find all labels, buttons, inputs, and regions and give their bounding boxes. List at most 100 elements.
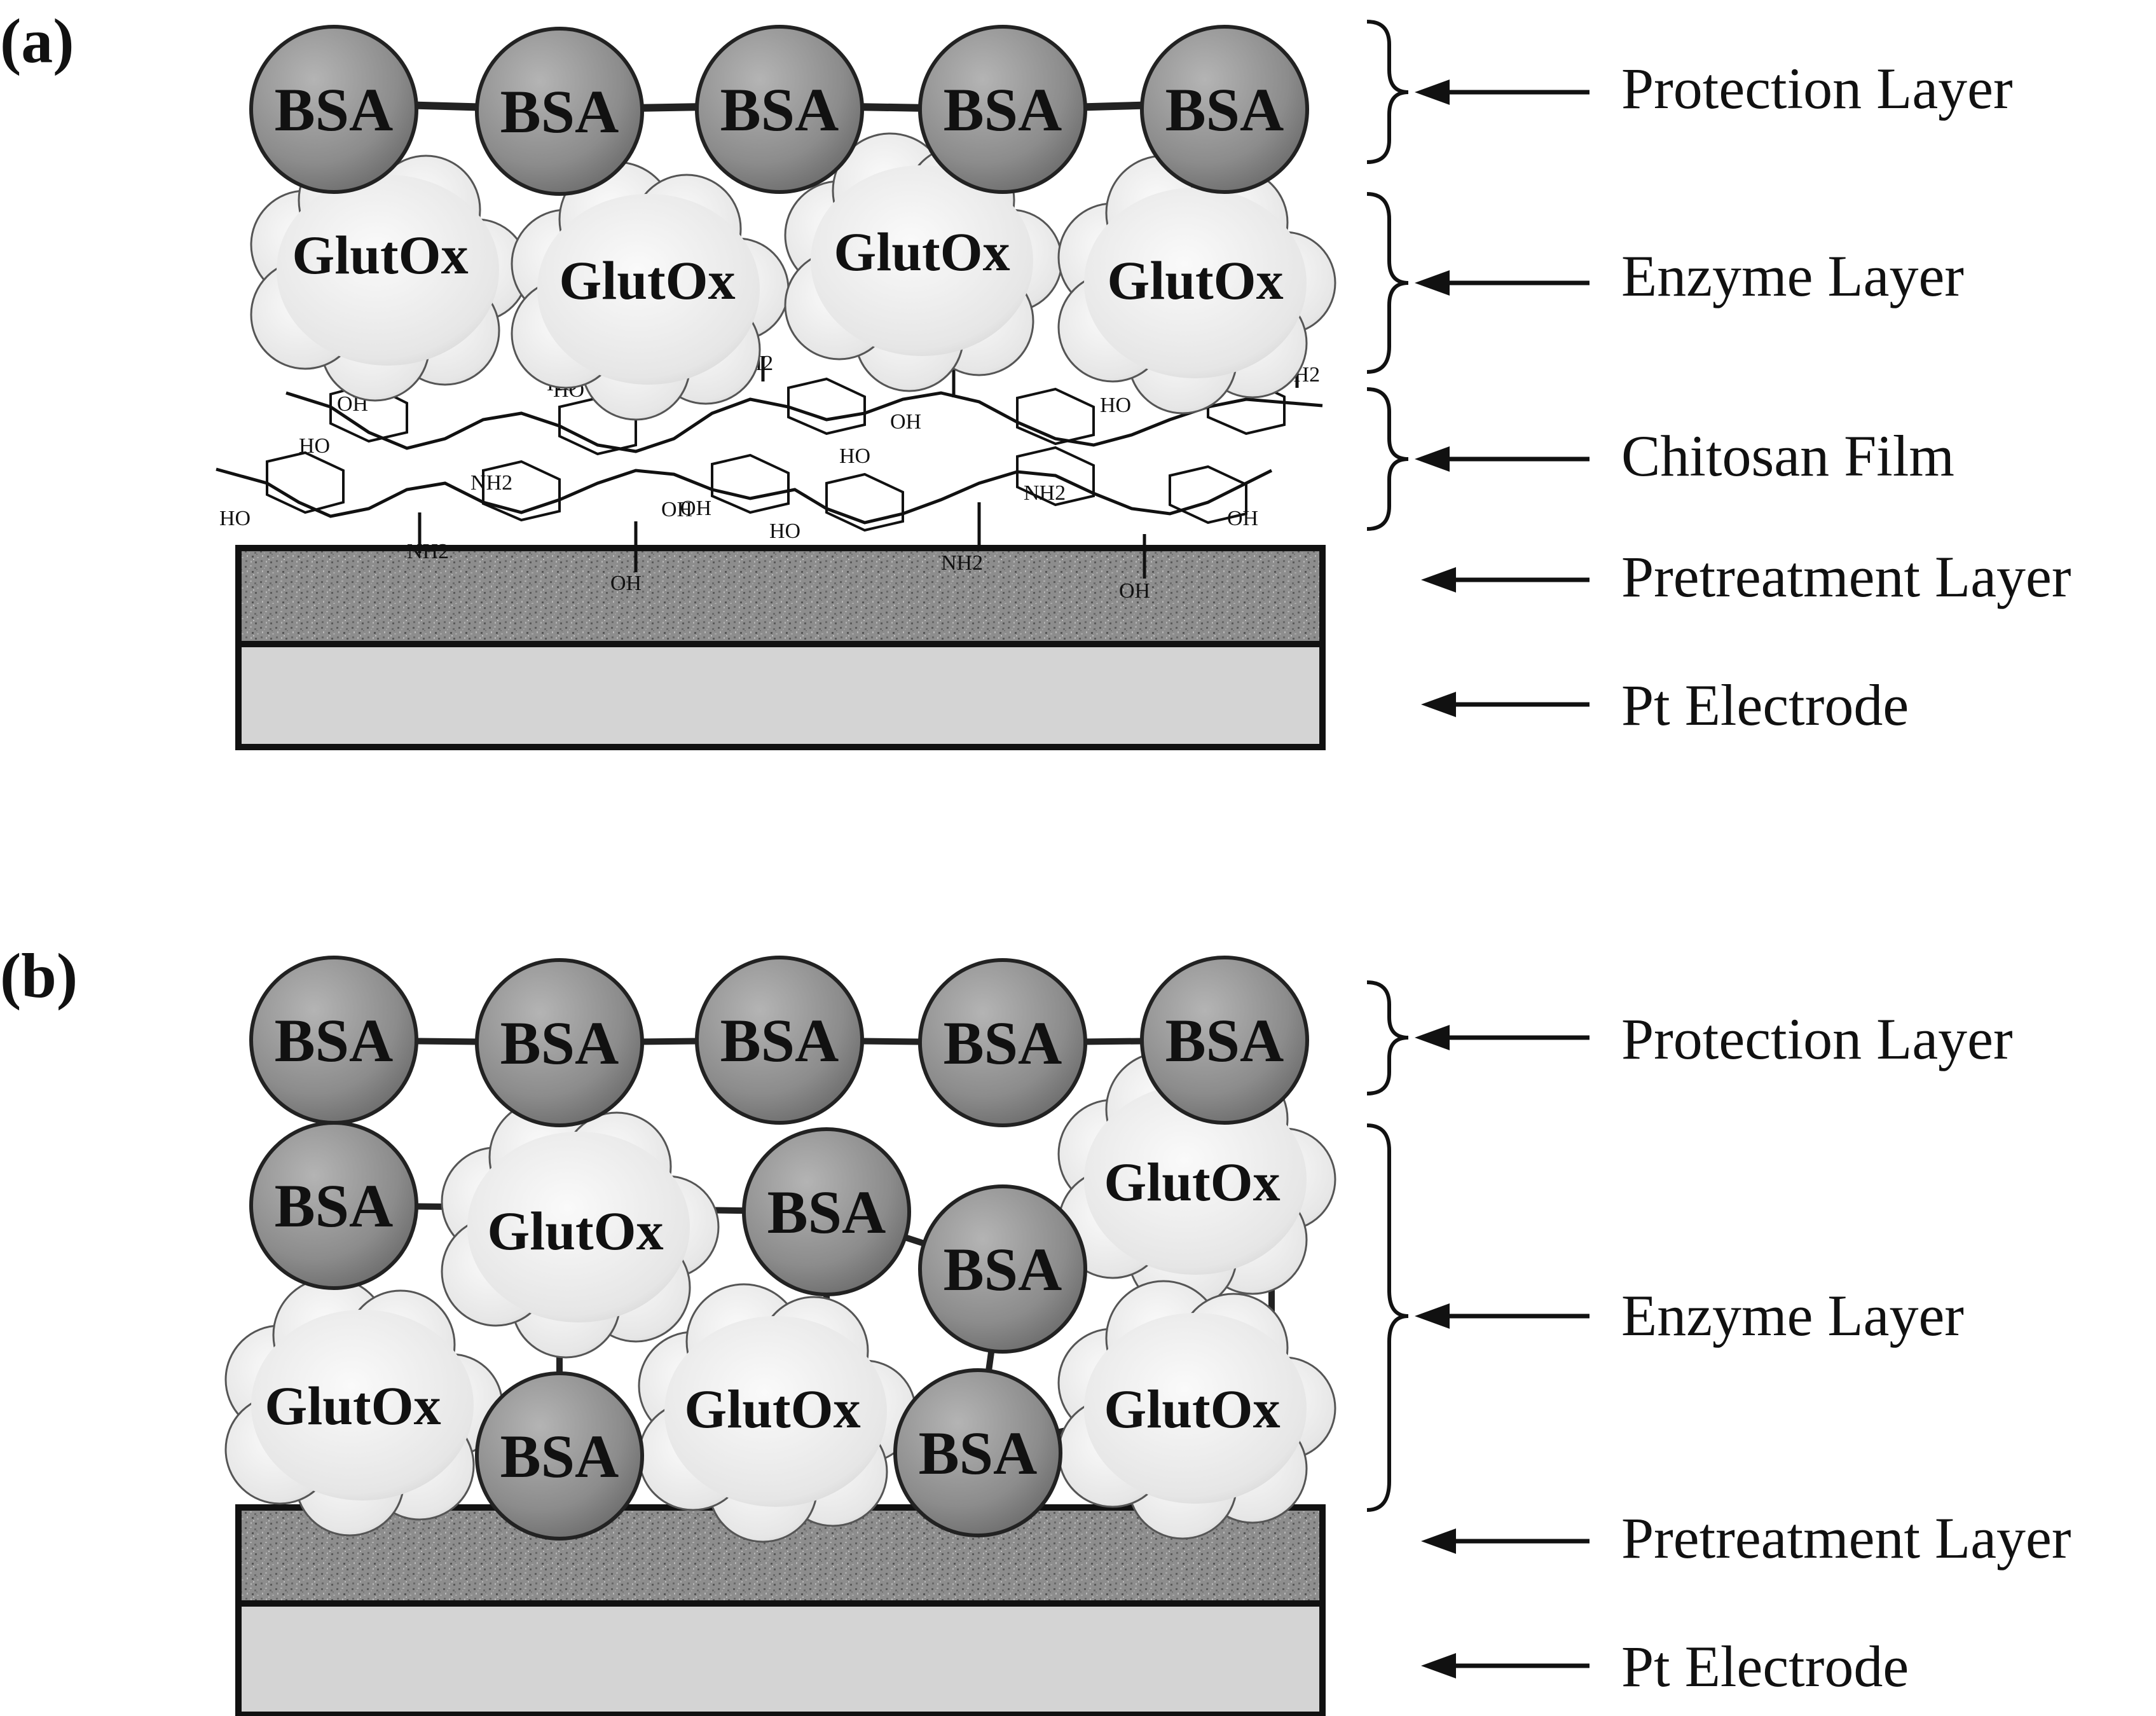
glutox-label: GlutOx [292, 224, 468, 285]
bsa-label: BSA [500, 1422, 619, 1490]
bsa-label: BSA [720, 76, 839, 144]
bsa-sphere [918, 1184, 1087, 1354]
pretreatment-layer-a [235, 545, 1326, 647]
glutox-label: GlutOx [1104, 1151, 1280, 1212]
label-pt-electrode: Pt Electrode [1621, 673, 1909, 738]
bsa-label: BSA [275, 76, 394, 144]
chitosan-group: OH [1227, 507, 1258, 530]
pt-electrode-a [235, 641, 1326, 750]
glutox-cloud [224, 1277, 504, 1537]
bsa-sphere [918, 25, 1087, 194]
arrow-head-icon [1421, 1653, 1456, 1678]
pt-electrode-b [235, 1600, 1326, 1716]
panel-a-label: (a) [0, 6, 74, 76]
bsa-label: BSA [720, 1006, 839, 1074]
arrow-head-icon [1415, 270, 1450, 296]
brace-protection-b [1366, 980, 1409, 1095]
bsa-sphere [695, 25, 864, 194]
bsa-sphere [249, 1121, 418, 1290]
chitosan-group: NH2 [1024, 481, 1066, 505]
brace-enzyme-b [1366, 1123, 1409, 1512]
bsa-label: BSA [1165, 76, 1284, 144]
panel-b: (b) [0, 940, 2071, 1716]
braces-a [1366, 20, 1409, 531]
bsa-sphere [475, 958, 644, 1127]
glutox-cloud [511, 161, 790, 421]
bsa-label: BSA [500, 78, 619, 146]
label-pt-electrode: Pt Electrode [1621, 1634, 1909, 1699]
chitosan-group: OH [610, 572, 642, 595]
glutox-cloud [638, 1283, 917, 1543]
layer-labels-b: Protection Layer Enzyme Layer Pretreatme… [1621, 1006, 2071, 1699]
brace-enzyme-a [1366, 192, 1409, 374]
bsa-sphere [249, 25, 418, 194]
glutox-cloud [784, 132, 1063, 392]
layer-labels-a: Protection Layer Enzyme Layer Chitosan F… [1621, 56, 2071, 738]
bsa-sphere [695, 956, 864, 1125]
brace-chitosan-a [1366, 387, 1409, 531]
chitosan-group: HO [839, 444, 870, 468]
bsa-label: BSA [944, 1009, 1062, 1077]
bsa-label: BSA [919, 1419, 1038, 1487]
glutox-label: GlutOx [834, 221, 1010, 282]
arrow-head-icon [1415, 446, 1450, 472]
brace-protection-a [1366, 20, 1409, 164]
arrows-b [1415, 1025, 1590, 1678]
label-enzyme-layer: Enzyme Layer [1621, 1283, 1964, 1348]
enzyme-layer-b: GlutOx GlutOx GlutOx GlutOx GlutOx [224, 1051, 1336, 1543]
bsa-sphere [742, 1127, 911, 1296]
chitosan-group: OH [680, 497, 711, 520]
glutox-label: GlutOx [559, 250, 735, 311]
chitosan-group: HO [1100, 394, 1131, 417]
label-enzyme-layer: Enzyme Layer [1621, 244, 1964, 308]
bsa-label: BSA [275, 1172, 394, 1240]
glutox-cloud [441, 1099, 720, 1359]
chitosan-group: OH [1119, 579, 1150, 603]
chitosan-group: HO [299, 434, 330, 458]
panel-b-label: (b) [0, 940, 78, 1011]
label-protection-layer: Protection Layer [1621, 1006, 2013, 1071]
arrows-a [1415, 79, 1590, 717]
bsa-label: BSA [1165, 1006, 1284, 1074]
arrow-head-icon [1415, 1025, 1450, 1050]
bsa-label: BSA [275, 1006, 394, 1074]
bsa-sphere [1140, 25, 1309, 194]
bsa-spheres-b: BSA BSA BSA BSA BSA BSA BSA BSA BSA BSA [249, 956, 1309, 1541]
braces-b [1366, 980, 1409, 1512]
arrow-head-icon [1421, 567, 1456, 593]
bsa-sphere [893, 1368, 1062, 1537]
bsa-sphere [918, 958, 1087, 1127]
arrow-head-icon [1421, 692, 1456, 717]
glutox-cloud [250, 142, 529, 402]
glutox-label: GlutOx [487, 1200, 663, 1261]
glutox-cloud [1057, 154, 1336, 415]
label-chitosan-film: Chitosan Film [1621, 423, 1954, 488]
glutox-label: GlutOx [1104, 1378, 1280, 1439]
chitosan-group: HO [769, 519, 800, 543]
glutox-cloud [1057, 1280, 1336, 1540]
chitosan-group: NH2 [941, 551, 983, 575]
chitosan-group: NH2 [407, 540, 449, 563]
bsa-label: BSA [767, 1178, 886, 1246]
bsa-sphere [475, 27, 644, 196]
enzyme-layer-a: GlutOx GlutOx GlutOx GlutOx [250, 132, 1336, 421]
label-pretreatment-layer: Pretreatment Layer [1621, 544, 2071, 609]
arrow-head-icon [1415, 1303, 1450, 1329]
glutox-label: GlutOx [684, 1378, 860, 1439]
bsa-label: BSA [500, 1009, 619, 1077]
panel-a: (a) OH HO [0, 6, 2071, 750]
glutox-label: GlutOx [264, 1375, 441, 1436]
chitosan-group: NH2 [470, 471, 512, 495]
arrow-head-icon [1415, 79, 1450, 105]
chitosan-group: OH [890, 410, 921, 434]
label-pretreatment-layer: Pretreatment Layer [1621, 1506, 2071, 1570]
chitosan-group: HO [219, 507, 251, 530]
protection-layer-a: BSA BSA BSA BSA BSA [249, 25, 1309, 196]
bsa-label: BSA [944, 76, 1062, 144]
bsa-sphere [1140, 956, 1309, 1125]
chitosan-group: OH [661, 498, 692, 521]
chitosan-chain-lower [216, 467, 1273, 525]
bsa-sphere [475, 1371, 644, 1541]
label-protection-layer: Protection Layer [1621, 56, 2013, 121]
